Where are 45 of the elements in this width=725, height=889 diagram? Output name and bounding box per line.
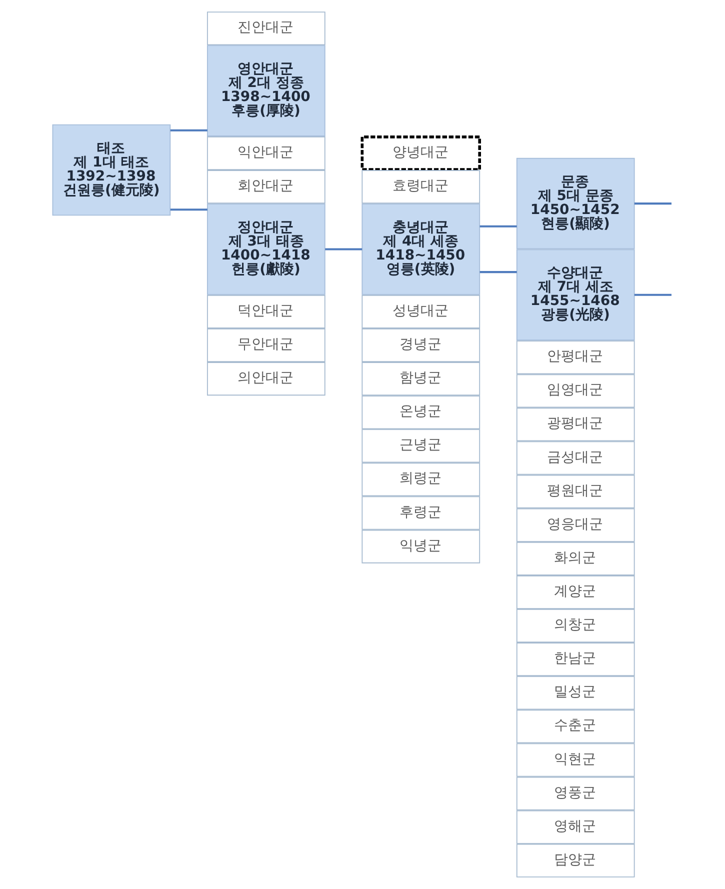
node-box: 계양군 — [516, 575, 635, 609]
node-box: 진안대군 — [206, 12, 326, 46]
node-box: 영안대군 제 2대 정종 1398~1400 후릉(厚陵) — [206, 45, 326, 136]
node-box: 광평대군 — [516, 408, 635, 442]
node-box: 익안대군 — [206, 136, 326, 170]
connector — [480, 271, 517, 274]
node-box: 양녕대군 — [360, 136, 481, 171]
node-box: 영해군 — [516, 810, 635, 844]
node-box: 정안대군 제 3대 태종 1400~1418 헌릉(獻陵) — [206, 204, 326, 295]
node-box: 후령군 — [362, 496, 480, 530]
node-box: 익현군 — [516, 743, 635, 777]
node-box: 밀성군 — [516, 676, 635, 710]
node-box: 의안대군 — [206, 362, 326, 396]
node-box: 한남군 — [516, 642, 635, 676]
node-box: 평원대군 — [516, 474, 635, 508]
node-box: 충녕대군 제 4대 세종 1418~1450 영릉(英陵) — [362, 204, 480, 295]
node-box: 영응대군 — [516, 508, 635, 542]
node-box: 수춘군 — [516, 710, 635, 744]
node-box: 영풍군 — [516, 776, 635, 810]
node-box: 희령군 — [362, 462, 480, 496]
connector — [634, 294, 672, 296]
connector — [170, 129, 208, 132]
connector — [170, 208, 208, 211]
node-box: 회안대군 — [206, 170, 326, 204]
connector — [325, 248, 362, 250]
node-box: 문종 제 5대 문종 1450~1452 현릉(顯陵) — [516, 158, 635, 250]
node-box: 근녕군 — [362, 429, 480, 463]
node-box: 태조 제 1대 태조 1392~1398 건원릉(健元陵) — [52, 124, 171, 216]
node-box: 무안대군 — [206, 328, 326, 362]
node-box: 담양군 — [516, 844, 635, 878]
node-box: 성녕대군 — [362, 294, 480, 328]
node-box: 화의군 — [516, 542, 635, 576]
connector — [634, 202, 672, 205]
node-box: 안평대군 — [516, 340, 635, 374]
node-box: 효령대군 — [362, 170, 480, 204]
node-box: 의창군 — [516, 609, 635, 643]
connector — [480, 225, 517, 228]
node-box: 경녕군 — [362, 328, 480, 362]
node-box: 금성대군 — [516, 441, 635, 475]
node-box: 덕안대군 — [206, 294, 326, 328]
node-box: 온녕군 — [362, 396, 480, 430]
node-box: 익녕군 — [362, 530, 480, 564]
node-box: 임영대군 — [516, 374, 635, 408]
node-box: 수양대군 제 7대 세조 1455~1468 광릉(光陵) — [516, 249, 635, 341]
node-box: 함녕군 — [362, 362, 480, 396]
